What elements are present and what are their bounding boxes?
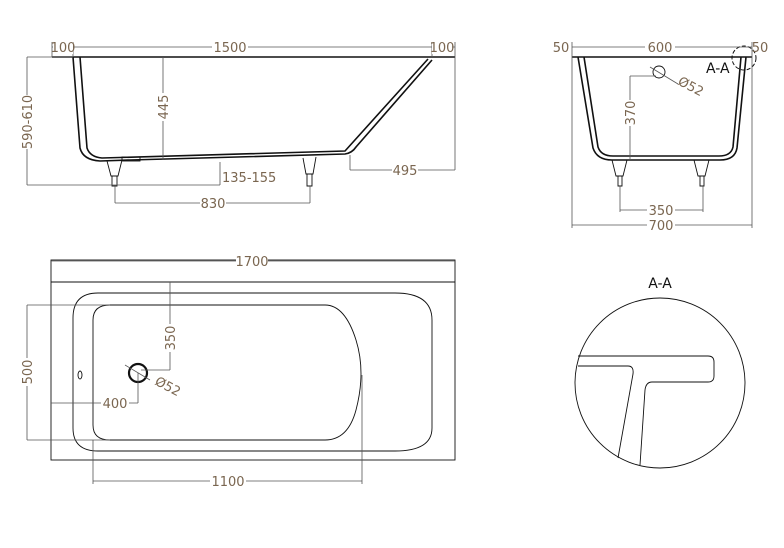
dim-total-height: 590-610 [21, 95, 36, 149]
dim-total-length: 1700 [235, 255, 268, 270]
bottom-outline [92, 304, 362, 441]
dim-drain-diameter: Ø52 [152, 374, 183, 400]
plan-view: 1700 500 350 400 Ø52 1100 [20, 254, 456, 490]
dim-drain-y: 350 [164, 326, 179, 351]
dim-leg-spacing: 350 [649, 204, 674, 219]
right-foot [693, 159, 710, 187]
side-view: 100 1500 100 590-610 445 135-155 830 495 [20, 40, 456, 212]
bowl-outline [72, 292, 433, 452]
dim-leg-height: 135-155 [222, 171, 276, 186]
section-label: A-A [706, 61, 730, 77]
dim-width: 500 [21, 360, 36, 385]
dim-overflow-diameter: Ø52 [675, 74, 706, 100]
overflow-hole [652, 65, 666, 79]
dim-overflow-height: 370 [624, 101, 639, 126]
dim-total-width: 700 [649, 219, 674, 234]
dim-right-rim: 100 [430, 41, 455, 56]
tub-outer-rim [50, 259, 456, 461]
dim-left-rim: 50 [553, 41, 570, 56]
tub-side-outline [52, 56, 455, 162]
detail-view: A-A [574, 276, 746, 469]
dim-drain-x: 400 [103, 397, 128, 412]
dim-inner-length: 1500 [213, 41, 246, 56]
rim-detail-lines [578, 355, 715, 466]
overflow-hole [77, 370, 83, 380]
left-foot [106, 159, 123, 187]
dim-left-rim: 100 [51, 41, 76, 56]
end-view: 50 600 50 A-A Ø52 370 350 700 [553, 40, 769, 234]
dim-leg-spacing: 830 [201, 197, 226, 212]
drain-outlet [121, 156, 141, 162]
dim-inner-width: 600 [648, 41, 673, 56]
detail-title: A-A [648, 276, 672, 292]
left-foot [611, 159, 628, 187]
detail-circle [574, 297, 746, 469]
section-marker [731, 45, 757, 71]
tub-end-outline [572, 56, 752, 161]
dim-slope: 495 [393, 164, 418, 179]
dim-bottom-length: 1100 [211, 475, 244, 490]
right-foot [302, 156, 317, 187]
dim-right-rim: 50 [752, 41, 769, 56]
dim-depth: 445 [157, 95, 172, 120]
